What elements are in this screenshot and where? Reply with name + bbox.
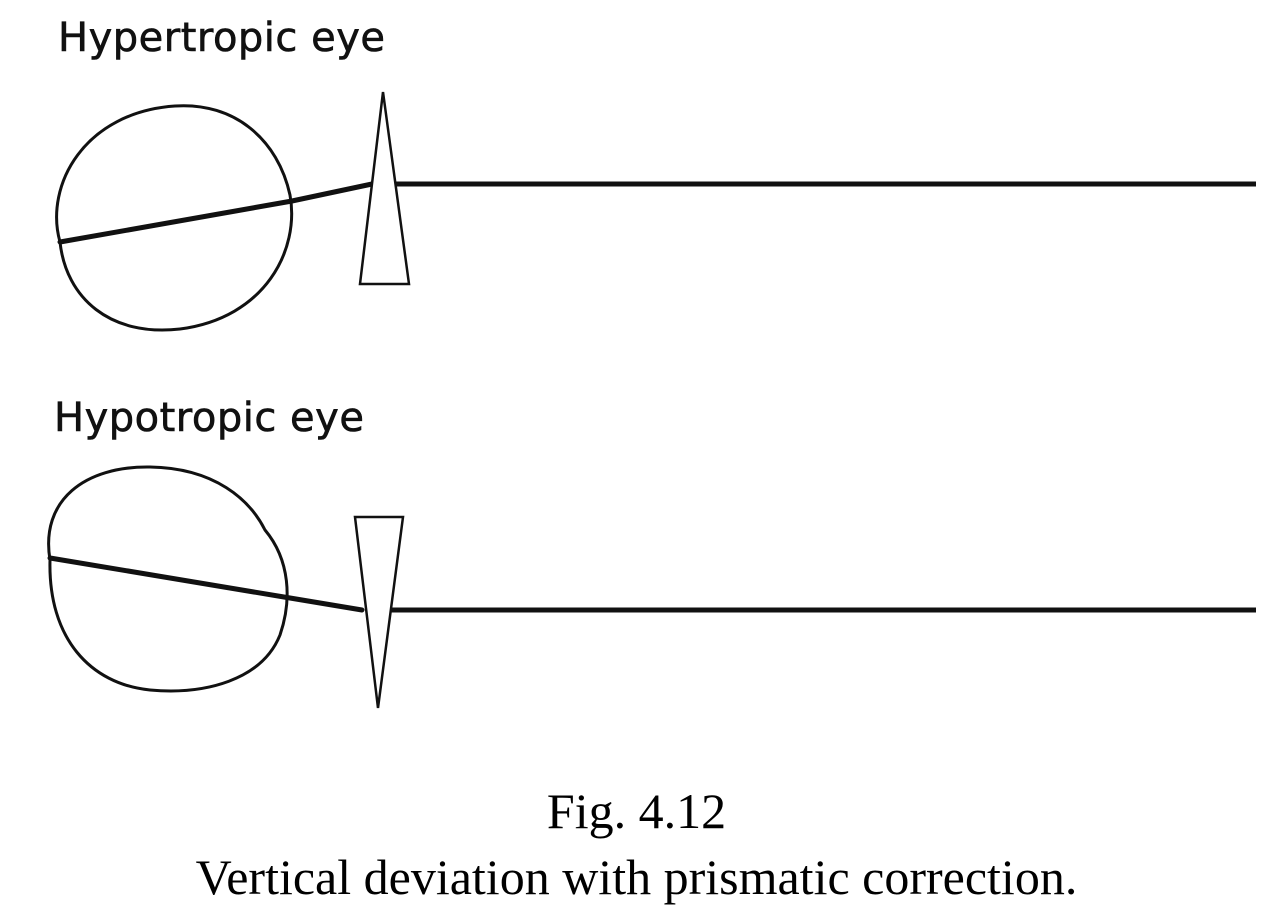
figure-caption: Vertical deviation with prismatic correc… bbox=[195, 849, 1078, 905]
hypertropic-eyeball bbox=[55, 104, 294, 332]
hypotropic-panel bbox=[47, 465, 1256, 709]
hypotropic-visual-axis bbox=[47, 555, 365, 613]
hypertropic-visual-axis bbox=[57, 181, 375, 245]
hypertropic-panel bbox=[55, 91, 1256, 332]
hypertropic-prism bbox=[358, 91, 411, 286]
figure-number: Fig. 4.12 bbox=[546, 783, 727, 839]
hypotropic-eye-label: Hypotropic eye bbox=[54, 395, 365, 441]
hypertropic-eye-label: Hypertropic eye bbox=[58, 15, 386, 61]
hypotropic-eyeball bbox=[47, 465, 289, 693]
